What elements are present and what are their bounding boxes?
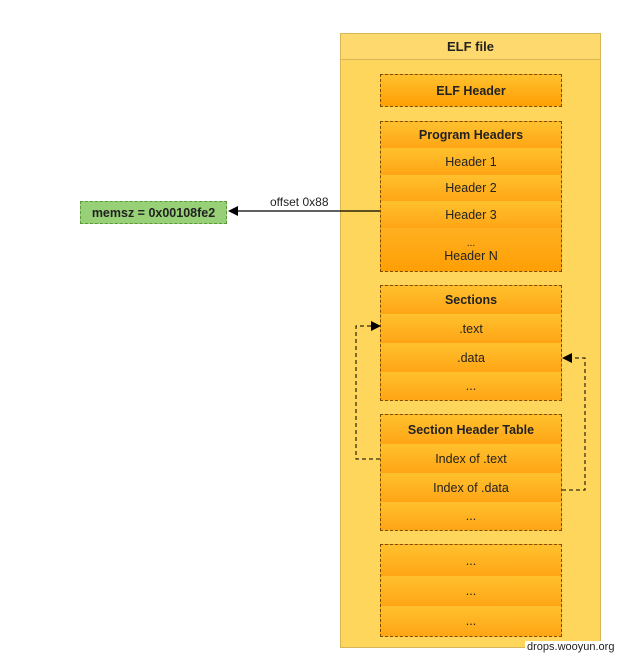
data-index-arrow [562,357,586,491]
sht-index-text: Index of .text [381,444,561,474]
extra-row: ... [381,606,561,636]
program-headers-title: Program Headers [381,122,561,149]
arrowhead [228,206,238,216]
offset-label: offset 0x88 [270,195,329,209]
memsz-box: memsz = 0x00108fe2 [80,201,227,224]
elf-header-box: ELF Header [380,74,562,107]
extra-box: ... ... ... [380,544,562,637]
sht-more: ... [381,502,561,530]
sht-index-data: Index of .data [381,473,561,503]
sections-title: Sections [381,286,561,315]
sht-title: Section Header Table [381,415,561,445]
header-n-label: Header N [444,248,498,263]
watermark: drops.wooyun.org [525,641,617,653]
extra-row: ... [381,545,561,577]
text-index-arrow [355,325,380,460]
section-header-table-box: Section Header Table Index of .text Inde… [380,414,562,531]
header-2: Header 2 [381,175,561,202]
section-more: ... [381,372,561,400]
arrowhead [371,321,381,331]
header-n: ...Header N [381,228,561,271]
sections-box: Sections .text .data ... [380,285,562,401]
ellipsis: ... [466,237,476,249]
program-headers-box: Program Headers Header 1 Header 2 Header… [380,121,562,272]
arrowhead [562,353,572,363]
elf-file-title: ELF file [340,33,601,60]
